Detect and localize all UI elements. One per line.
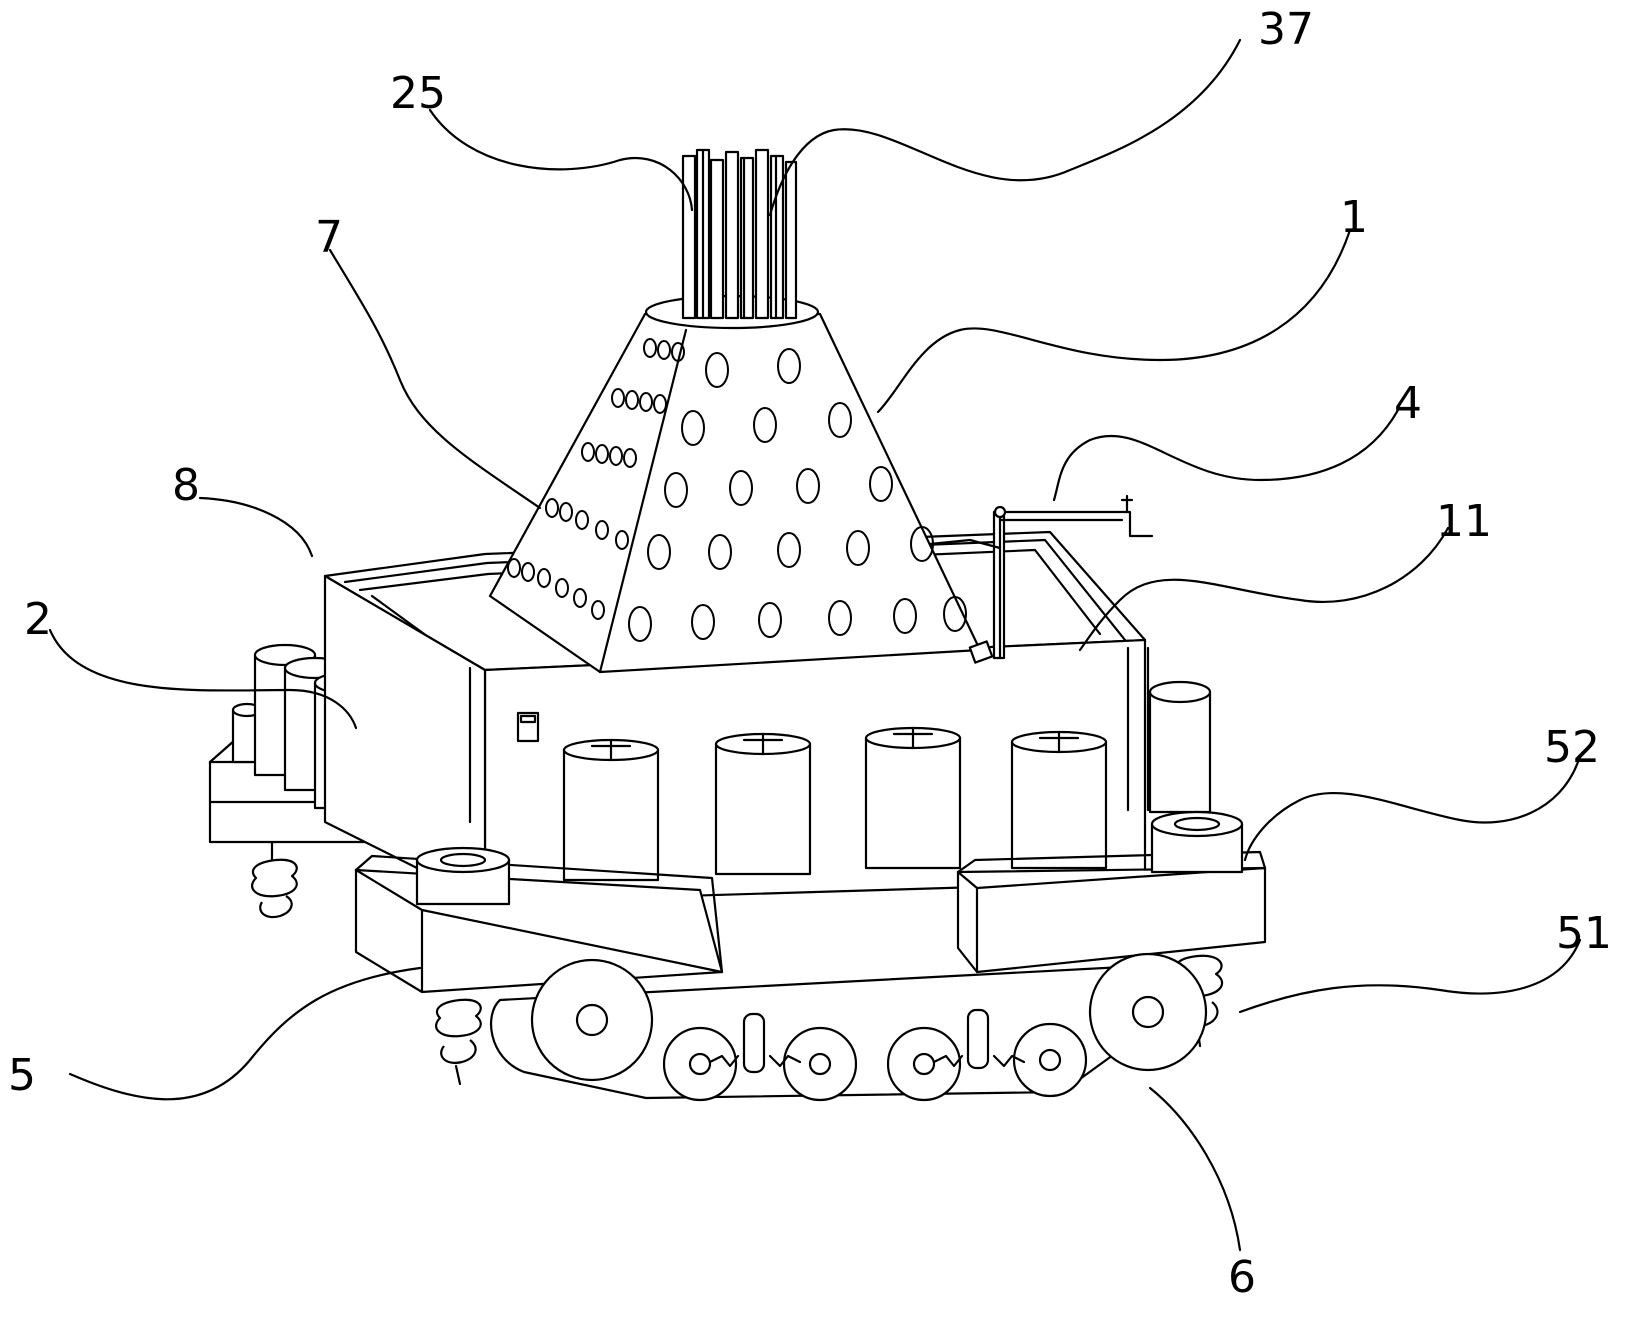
label-4: 4 [1394,378,1422,429]
label-37: 37 [1258,4,1314,55]
label-5: 5 [8,1050,36,1101]
label-2: 2 [24,594,52,645]
label-52: 52 [1544,722,1600,773]
label-6: 6 [1228,1252,1256,1303]
label-1: 1 [1340,192,1368,243]
pipe-bundle [683,150,796,318]
label-8: 8 [172,460,200,511]
label-11: 11 [1436,496,1492,547]
label-7: 7 [315,212,343,263]
label-51: 51 [1556,908,1612,959]
perforated-cone [490,296,980,672]
label-25: 25 [390,68,446,119]
crawler-track [491,954,1206,1100]
